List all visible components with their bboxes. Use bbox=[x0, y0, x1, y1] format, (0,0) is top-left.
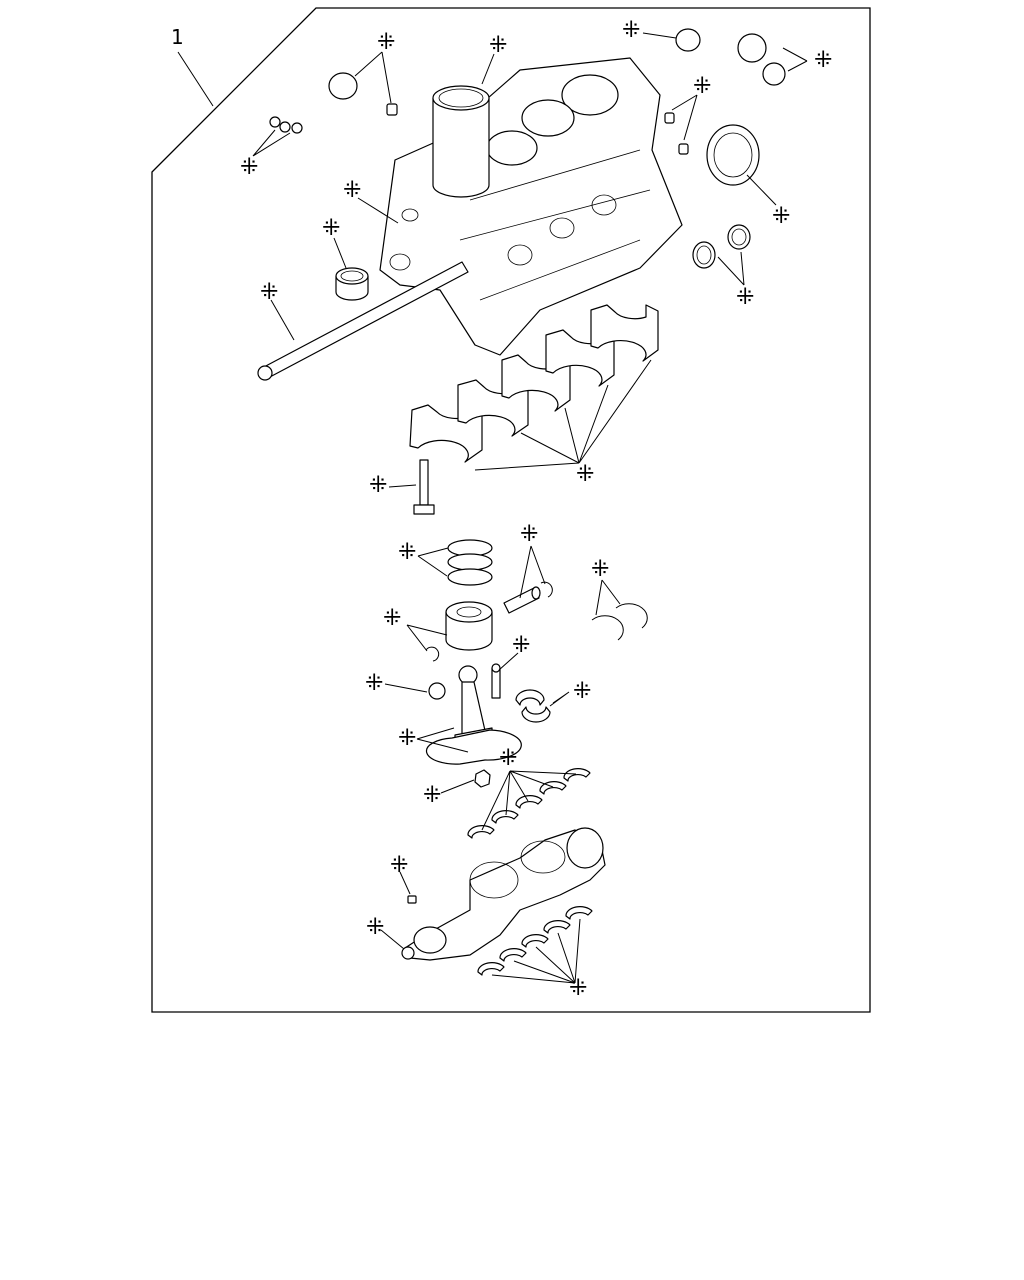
ref-mark: ⁜ bbox=[365, 671, 383, 696]
lower-main-bearings bbox=[477, 906, 593, 976]
ref-mark: ⁜ bbox=[423, 783, 441, 808]
piston-pin bbox=[503, 586, 541, 614]
rod-bolt bbox=[491, 663, 501, 699]
kit-frame bbox=[151, 7, 871, 1013]
small-plug bbox=[386, 103, 398, 116]
ref-mark: ⁜ bbox=[573, 679, 591, 704]
thrust-washers bbox=[591, 603, 648, 641]
ref-mark: ⁜ bbox=[383, 606, 401, 631]
kit-label-leader bbox=[177, 51, 214, 107]
crank-key bbox=[407, 895, 417, 904]
rod-nut bbox=[474, 769, 491, 788]
piston bbox=[445, 601, 493, 651]
ref-mark: ⁜ bbox=[520, 522, 538, 547]
ref-mark: ⁜ bbox=[343, 178, 361, 203]
ref-mark: ⁜ bbox=[693, 74, 711, 99]
rod-bearing-shells bbox=[515, 689, 551, 723]
rod-cap bbox=[425, 729, 522, 765]
piston-rings bbox=[447, 539, 493, 586]
kit-label: 1 bbox=[171, 25, 184, 49]
cam-bushing bbox=[335, 267, 369, 301]
ref-mark: ⁜ bbox=[489, 33, 507, 58]
plug-pair bbox=[737, 33, 786, 86]
ref-mark: ⁜ bbox=[772, 204, 790, 229]
ref-mark: ⁜ bbox=[322, 216, 340, 241]
ref-mark: ⁜ bbox=[260, 280, 278, 305]
pin-clip-left bbox=[425, 646, 440, 662]
ref-mark: ⁜ bbox=[398, 540, 416, 565]
small-end-bushing bbox=[428, 682, 446, 700]
ref-mark: ⁜ bbox=[814, 48, 832, 73]
ref-mark: ⁜ bbox=[398, 726, 416, 751]
ref-mark: ⁜ bbox=[377, 30, 395, 55]
expansion-plug bbox=[328, 72, 358, 100]
ref-mark: ⁜ bbox=[591, 557, 609, 582]
bushing-pair bbox=[692, 224, 751, 269]
leader-lines bbox=[252, 32, 808, 984]
ref-mark: ⁜ bbox=[499, 746, 517, 771]
ref-mark: ⁜ bbox=[576, 462, 594, 487]
crankshaft bbox=[401, 827, 606, 961]
rear-oil-seal bbox=[706, 124, 760, 186]
reference-marks: ⁜ ⁜ ⁜ ⁜ ⁜ ⁜ ⁜ ⁜ ⁜ ⁜ ⁜ ⁜ ⁜ ⁜ ⁜ ⁜ ⁜ ⁜ ⁜ ⁜ … bbox=[240, 18, 832, 1001]
ref-mark: ⁜ bbox=[240, 155, 258, 180]
cylinder-liner bbox=[432, 85, 490, 198]
ref-mark: ⁜ bbox=[622, 18, 640, 43]
gallery-tube bbox=[257, 261, 469, 381]
small-plugs-right bbox=[664, 112, 689, 155]
ref-mark: ⁜ bbox=[369, 473, 387, 498]
main-bearing-bolt bbox=[413, 459, 435, 515]
ref-mark: ⁜ bbox=[366, 915, 384, 940]
ref-mark: ⁜ bbox=[569, 976, 587, 1001]
drain-bolt bbox=[269, 116, 303, 134]
ref-mark: ⁜ bbox=[736, 285, 754, 310]
main-bearing-caps bbox=[409, 304, 659, 463]
plug-top bbox=[675, 28, 701, 52]
ref-mark: ⁜ bbox=[512, 633, 530, 658]
ref-mark: ⁜ bbox=[390, 853, 408, 878]
pin-clip-right bbox=[540, 581, 553, 598]
